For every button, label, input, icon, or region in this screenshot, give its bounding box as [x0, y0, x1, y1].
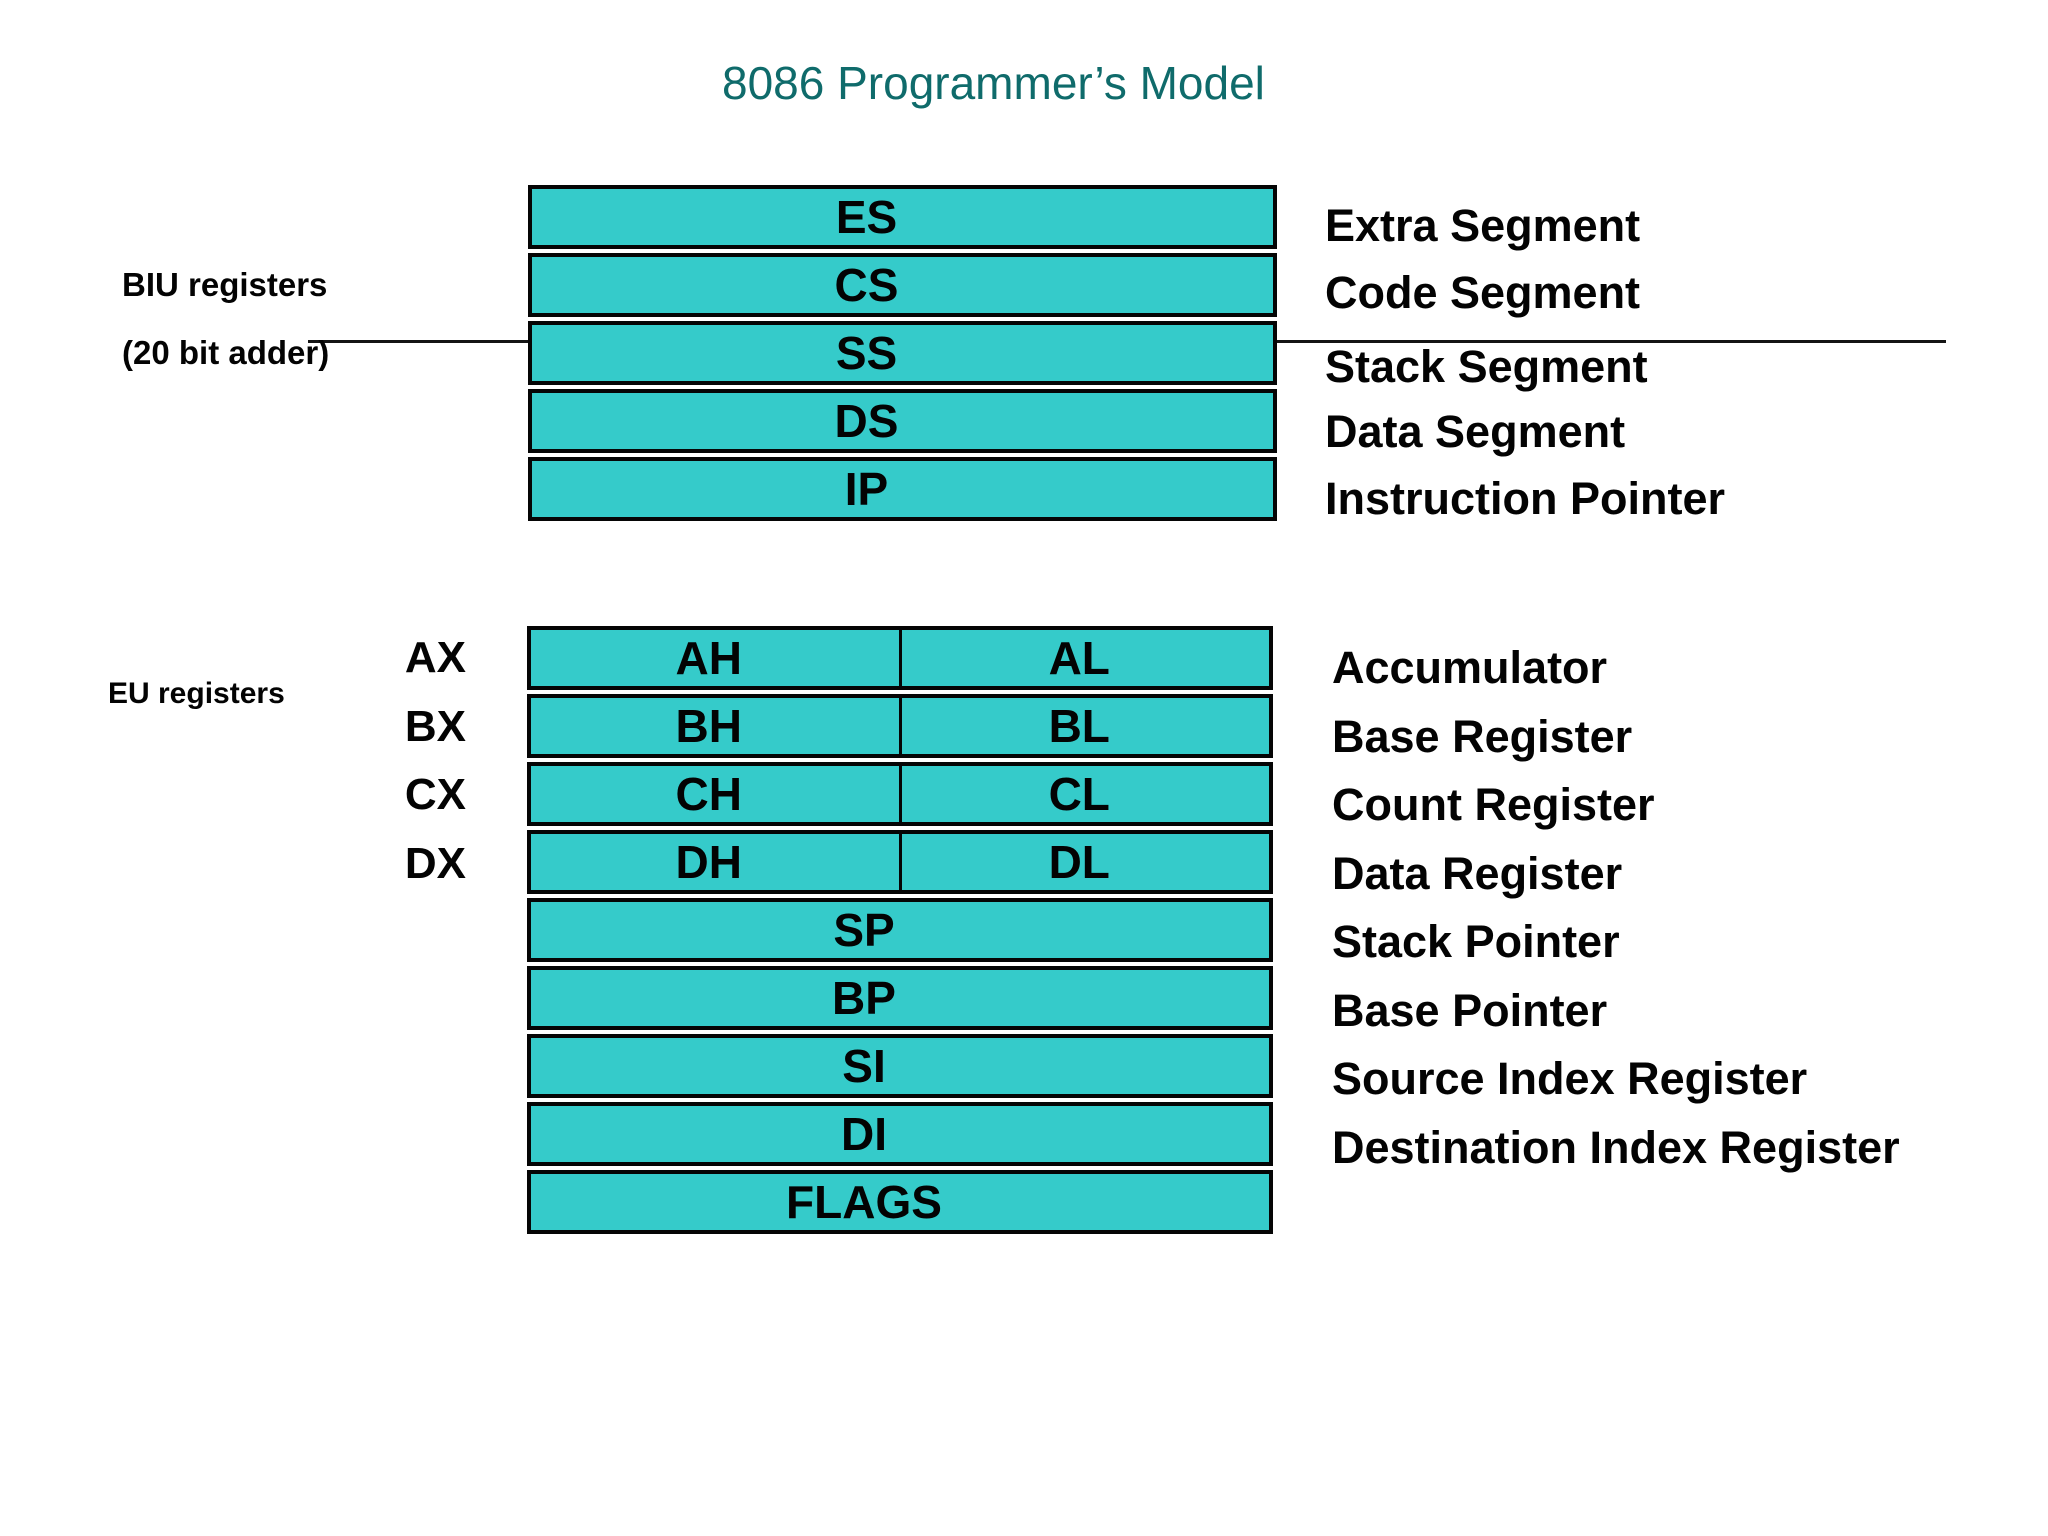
description-stack-pointer: Stack Pointer	[1332, 916, 1620, 967]
description-stack-segment: Stack Segment	[1325, 341, 1648, 392]
biu-adder-label: (20 bit adder)	[122, 334, 330, 371]
register-label-flags: FLAGS	[786, 1176, 942, 1228]
register-label-si: SI	[842, 1040, 886, 1092]
register-label-bp: BP	[832, 972, 896, 1024]
register-label-ss: SS	[835, 327, 898, 379]
register-label-bl: BL	[898, 698, 1270, 754]
register-label-cl: CL	[898, 766, 1270, 822]
eu-register-block: AH AL BH BL CH CL DH DL SP BP SI DI FLAG…	[527, 626, 1273, 1234]
register-row-ip: IP	[528, 457, 1277, 521]
register-label-dl: DL	[898, 834, 1270, 890]
register-label-al: AL	[898, 630, 1270, 686]
description-base-pointer: Base Pointer	[1332, 985, 1608, 1036]
description-accumulator: Accumulator	[1332, 642, 1608, 693]
register-name-ax: AX	[404, 633, 466, 682]
register-row-ss: SS	[528, 321, 1277, 385]
register-row-di: DI	[527, 1102, 1273, 1166]
register-label-di: DI	[841, 1108, 887, 1160]
description-data-register: Data Register	[1332, 848, 1623, 899]
description-data-segment: Data Segment	[1325, 406, 1626, 457]
eu-registers-label: EU registers	[108, 677, 285, 710]
register-name-cx: CX	[404, 770, 466, 819]
biu-registers-label: BIU registers	[122, 266, 328, 303]
register-row-bp: BP	[527, 966, 1273, 1030]
register-row-es: ES	[528, 185, 1277, 249]
biu-register-block: ES CS SS DS IP	[528, 185, 1277, 521]
register-label-ah: AH	[675, 632, 742, 684]
register-row-cx: CH CL	[527, 762, 1273, 826]
register-row-dx: DH DL	[527, 830, 1273, 894]
register-label-dh: DH	[675, 836, 742, 888]
register-row-ds: DS	[528, 389, 1277, 453]
register-label-es: ES	[835, 191, 898, 243]
register-row-sp: SP	[527, 898, 1273, 962]
register-label-ch: CH	[675, 768, 742, 820]
register-label-sp: SP	[833, 904, 895, 956]
description-extra-segment: Extra Segment	[1325, 200, 1641, 251]
register-row-bx: BH BL	[527, 694, 1273, 758]
description-count-register: Count Register	[1332, 779, 1655, 830]
page-title: 8086 Programmer’s Model	[722, 57, 1265, 109]
description-instruction-pointer: Instruction Pointer	[1325, 473, 1726, 524]
description-source-index-register: Source Index Register	[1332, 1053, 1808, 1104]
register-label-cs: CS	[834, 259, 899, 311]
register-label-ds: DS	[834, 395, 899, 447]
register-row-cs: CS	[528, 253, 1277, 317]
register-label-ip: IP	[844, 463, 889, 515]
register-name-dx: DX	[404, 839, 466, 888]
description-destination-index-register: Destination Index Register	[1332, 1122, 1900, 1173]
register-row-ax: AH AL	[527, 626, 1273, 690]
register-label-bh: BH	[675, 700, 742, 752]
register-name-bx: BX	[404, 702, 466, 751]
description-base-register: Base Register	[1332, 711, 1633, 762]
register-row-si: SI	[527, 1034, 1273, 1098]
description-code-segment: Code Segment	[1325, 267, 1641, 318]
register-row-flags: FLAGS	[527, 1170, 1273, 1234]
